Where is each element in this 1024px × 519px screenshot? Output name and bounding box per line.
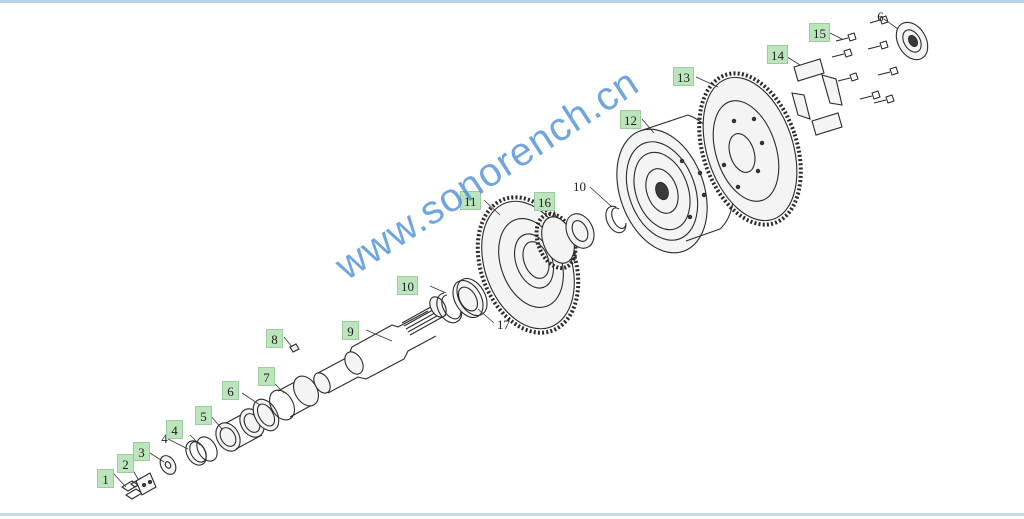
callout-3: 3 [133, 442, 150, 461]
callout-16: 16 [534, 192, 555, 211]
callout-9: 9 [342, 321, 359, 340]
callout-8: 8 [266, 329, 283, 348]
callout-14: 14 [767, 45, 788, 64]
callout-13: 13 [673, 67, 694, 86]
part-8-plug [289, 343, 300, 353]
callout-5: 5 [195, 406, 212, 425]
callout-10-right: 10 [573, 179, 586, 194]
part-10-circlip-right [605, 205, 627, 234]
callout-17: 17 [497, 317, 510, 332]
part-3-washer [159, 455, 177, 475]
callout-4-plain: 4 [161, 431, 168, 446]
callout-4: 4 [166, 420, 183, 439]
callout-10-left: 10 [397, 276, 418, 295]
callout-7: 7 [258, 367, 275, 386]
callout-15: 15 [809, 23, 830, 42]
part-12-clutch-housing [616, 114, 735, 254]
part-9-shaft [313, 296, 447, 394]
part-17-bearing [452, 277, 488, 319]
callout-1: 1 [97, 469, 114, 488]
part-4-rings [185, 436, 218, 466]
bottom-rule [0, 513, 1024, 516]
part-6-bearing-right [895, 21, 929, 61]
callout-12: 12 [620, 110, 641, 129]
part-15-bolts [831, 15, 899, 104]
part-2-plate [135, 472, 157, 496]
part-bearing-small [565, 213, 595, 249]
callout-11: 11 [460, 191, 481, 210]
callout-2: 2 [117, 454, 134, 473]
exploded-view-drawing [111, 15, 929, 500]
part-14-retainer-plates [791, 58, 843, 136]
part-5-bearing [215, 408, 265, 452]
callout-6-right: 6 [877, 9, 884, 24]
callout-6-left: 6 [222, 381, 239, 400]
